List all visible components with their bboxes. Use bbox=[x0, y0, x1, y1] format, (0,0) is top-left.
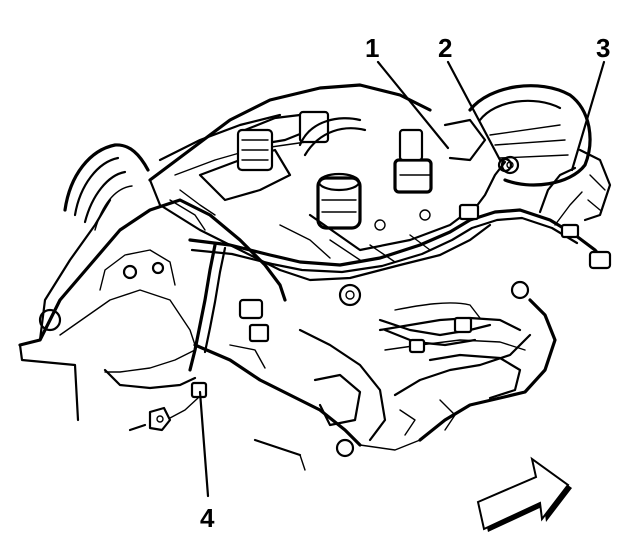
ground-fastener bbox=[128, 381, 208, 432]
callout-2: 2 bbox=[438, 33, 452, 63]
intake-manifold bbox=[148, 83, 492, 282]
engine-block bbox=[18, 198, 557, 471]
callout-4: 4 bbox=[200, 503, 215, 533]
leader-line-2 bbox=[446, 60, 502, 162]
callout-1: 1 bbox=[365, 33, 379, 63]
left-tubes bbox=[63, 143, 150, 231]
callout-3: 3 bbox=[596, 33, 610, 63]
leader-line-1 bbox=[376, 60, 450, 150]
leader-lines bbox=[198, 60, 606, 498]
front-arrow-icon bbox=[476, 456, 572, 532]
leader-line-4 bbox=[198, 390, 210, 498]
wiring-harness bbox=[103, 157, 612, 390]
leader-line-3 bbox=[570, 60, 606, 172]
alternator bbox=[443, 84, 612, 222]
